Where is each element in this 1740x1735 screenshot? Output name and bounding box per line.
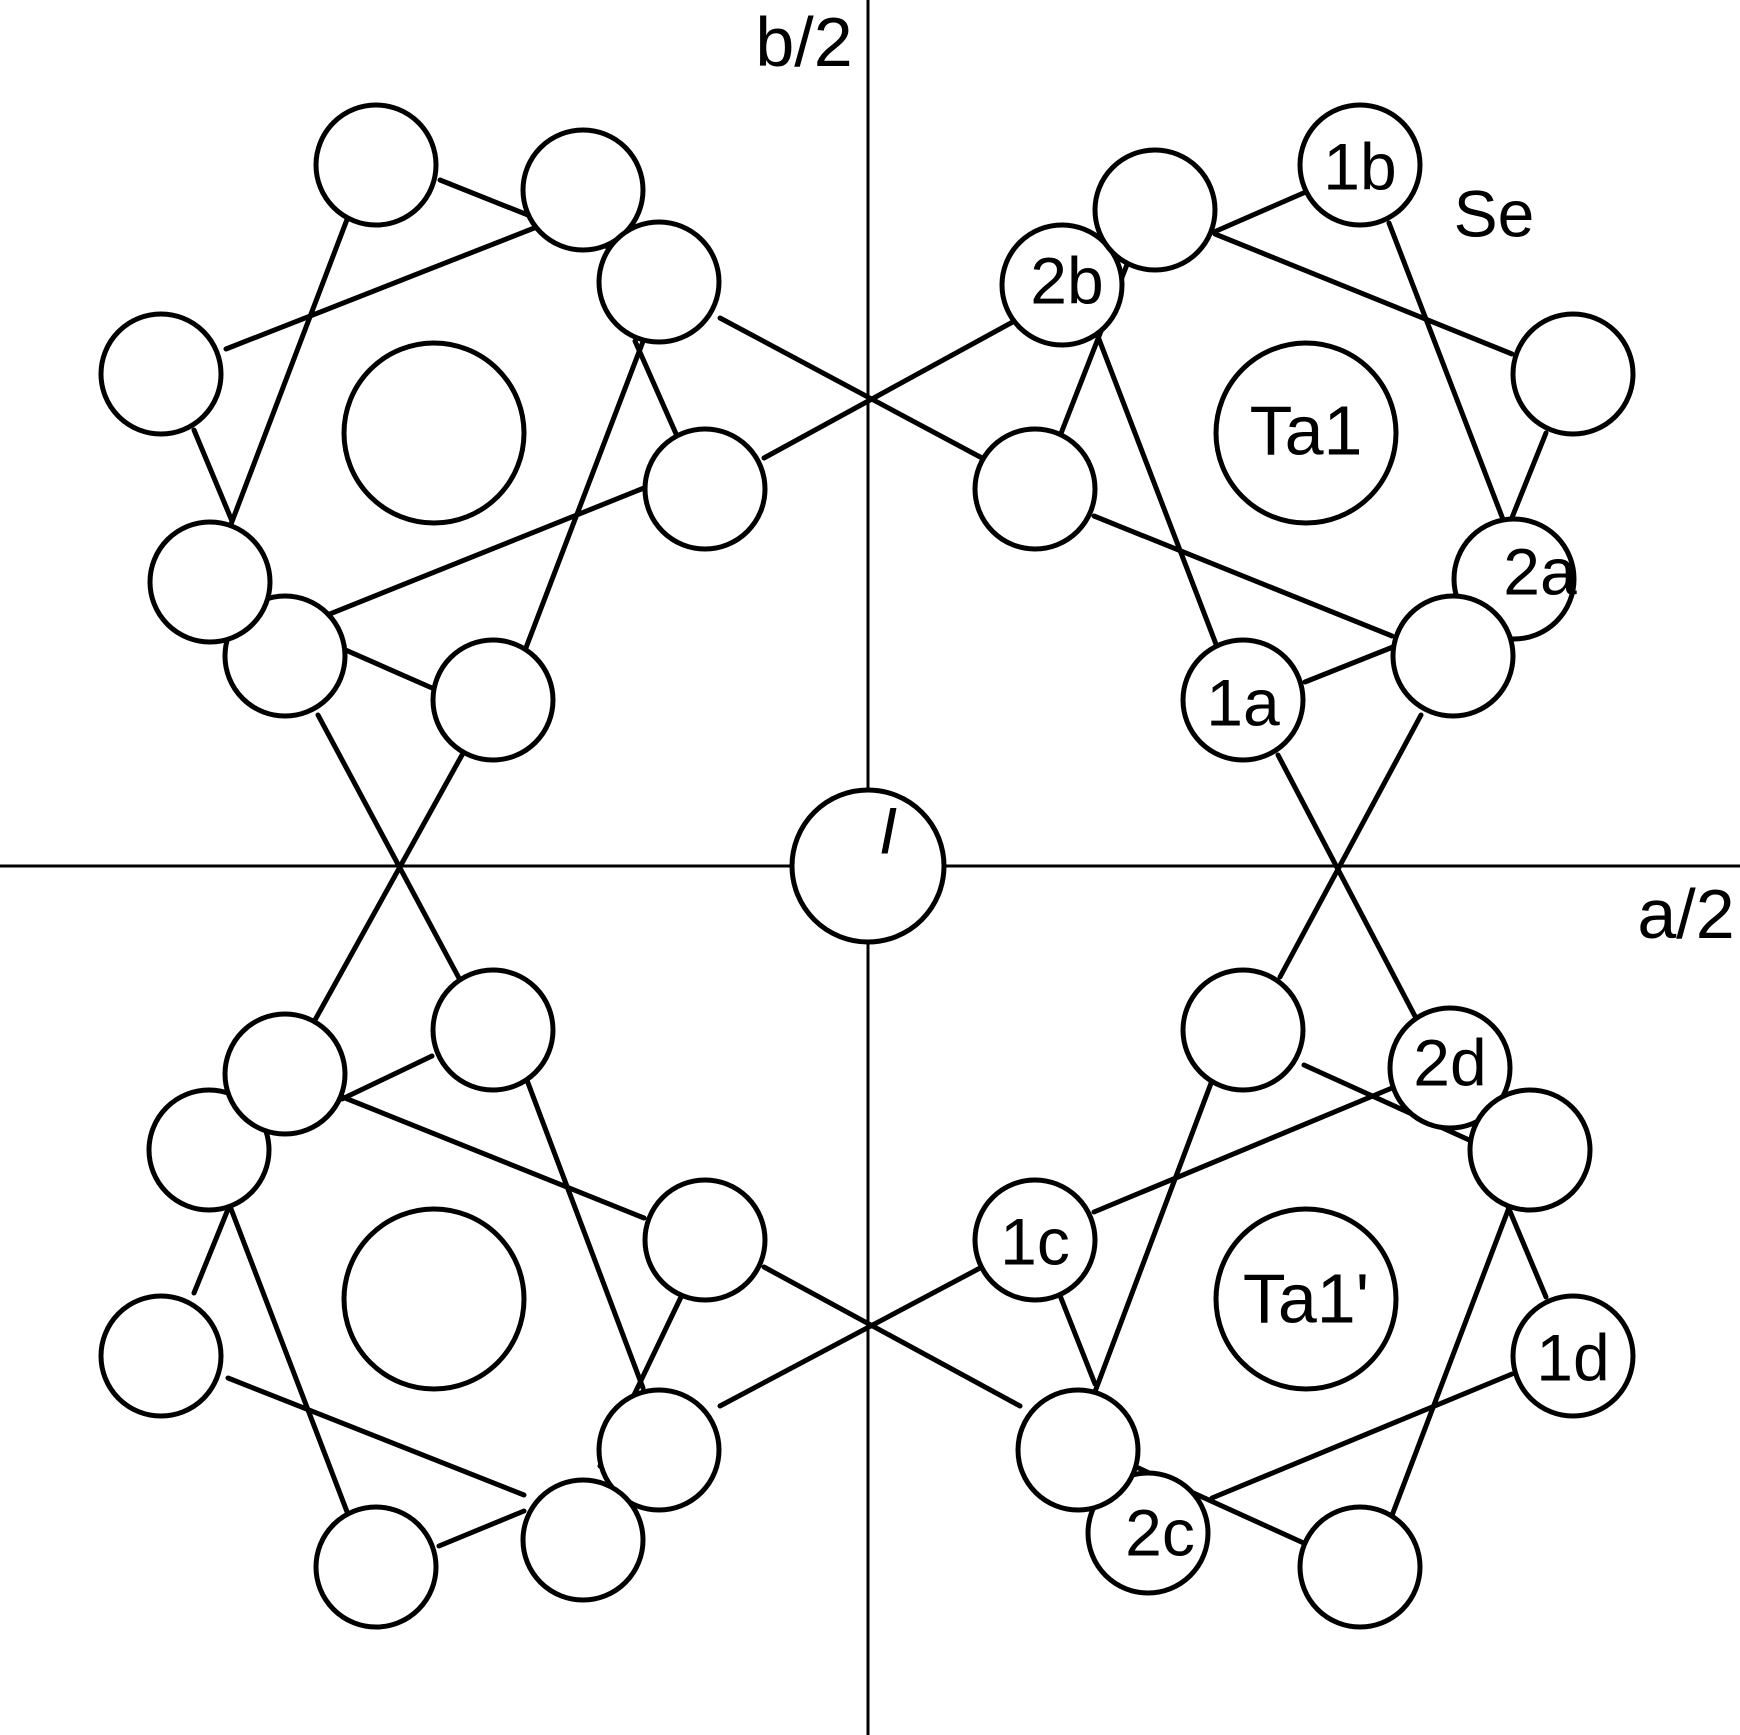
se-atom	[430, 967, 556, 1093]
bond	[1091, 513, 1395, 639]
se-atom	[1297, 1504, 1423, 1630]
ta-atom	[1213, 340, 1399, 526]
bond	[1212, 231, 1515, 357]
bond	[1377, 1202, 1513, 1550]
bond	[1091, 1085, 1395, 1215]
se-atom	[1297, 102, 1423, 228]
bond	[191, 427, 235, 524]
bond	[337, 1093, 647, 1221]
se-atom	[146, 1087, 272, 1213]
bond	[761, 315, 1023, 461]
se-atom	[999, 222, 1125, 348]
bond	[717, 315, 985, 461]
se-atom	[1390, 593, 1516, 719]
bond	[436, 1508, 527, 1549]
bond	[717, 1264, 985, 1409]
bond	[225, 1198, 357, 1533]
label-1b: 1b	[1323, 129, 1396, 203]
se-atom	[147, 519, 273, 645]
bond	[761, 1264, 1023, 1409]
atoms-front	[98, 102, 1636, 1630]
b-axis-label: b/2	[755, 3, 852, 81]
se-atom	[1510, 311, 1636, 437]
se-atom	[642, 1177, 768, 1303]
bond	[516, 328, 650, 669]
se-atom	[313, 102, 439, 228]
label-2c: 2c	[1125, 1495, 1195, 1569]
bond	[516, 1056, 646, 1391]
inversion-center	[789, 787, 947, 945]
se-atom	[1180, 637, 1306, 763]
label-2a: 2a	[1503, 534, 1577, 608]
bond	[225, 1375, 527, 1498]
bond	[632, 338, 680, 439]
bond	[1094, 331, 1227, 668]
labels: Se Ta1 Ta1' I 1a 1b 1c 1d 2a 2b 2c 2d	[879, 129, 1610, 1569]
label-2d: 2d	[1413, 1025, 1486, 1099]
bond	[1056, 1290, 1098, 1387]
se-atom	[520, 1477, 646, 1603]
se-atom	[98, 311, 224, 437]
bond	[315, 712, 463, 983]
se-atom	[430, 637, 556, 763]
bond	[339, 1053, 435, 1102]
bond	[1302, 642, 1401, 685]
ta-atom	[341, 1206, 527, 1392]
se-atom	[596, 1387, 722, 1513]
se-atom	[222, 1011, 348, 1137]
label-1c: 1c	[1000, 1204, 1070, 1278]
se-atom	[520, 127, 646, 253]
bond	[1277, 712, 1424, 980]
a-axis-label: a/2	[1637, 875, 1734, 953]
bond	[312, 752, 465, 1023]
ta-atom	[341, 340, 527, 526]
se-atom	[642, 426, 768, 552]
ta-atom	[1213, 1206, 1399, 1392]
se-atom	[1092, 147, 1218, 273]
se-atom	[1015, 1387, 1141, 1513]
se-atom	[1387, 1005, 1513, 1131]
se-atom	[313, 1504, 439, 1630]
se-atom	[98, 1293, 224, 1419]
label-1d: 1d	[1536, 1320, 1609, 1394]
se-atom	[972, 426, 1098, 552]
label-ta1: Ta1	[1250, 391, 1363, 469]
bond	[1506, 430, 1549, 528]
bond	[1301, 1062, 1481, 1147]
se-atom	[596, 219, 722, 345]
atoms-back	[146, 127, 1577, 1596]
label-1a: 1a	[1206, 665, 1280, 739]
label-2b: 2b	[1030, 243, 1103, 317]
se-atom	[1510, 1293, 1636, 1419]
se-atom	[1085, 1470, 1211, 1596]
se-atom	[222, 593, 348, 719]
se-atom	[972, 1177, 1098, 1303]
bond	[1090, 1059, 1222, 1400]
se-atom	[1467, 1087, 1593, 1213]
label-inversion: I	[879, 793, 897, 867]
bond	[1209, 1371, 1515, 1501]
bond	[1211, 188, 1311, 235]
bond	[1503, 1199, 1549, 1300]
label-se: Se	[1454, 176, 1535, 250]
label-ta1-prime: Ta1'	[1243, 1259, 1369, 1337]
se-atom	[1180, 967, 1306, 1093]
bond	[1275, 752, 1420, 1023]
